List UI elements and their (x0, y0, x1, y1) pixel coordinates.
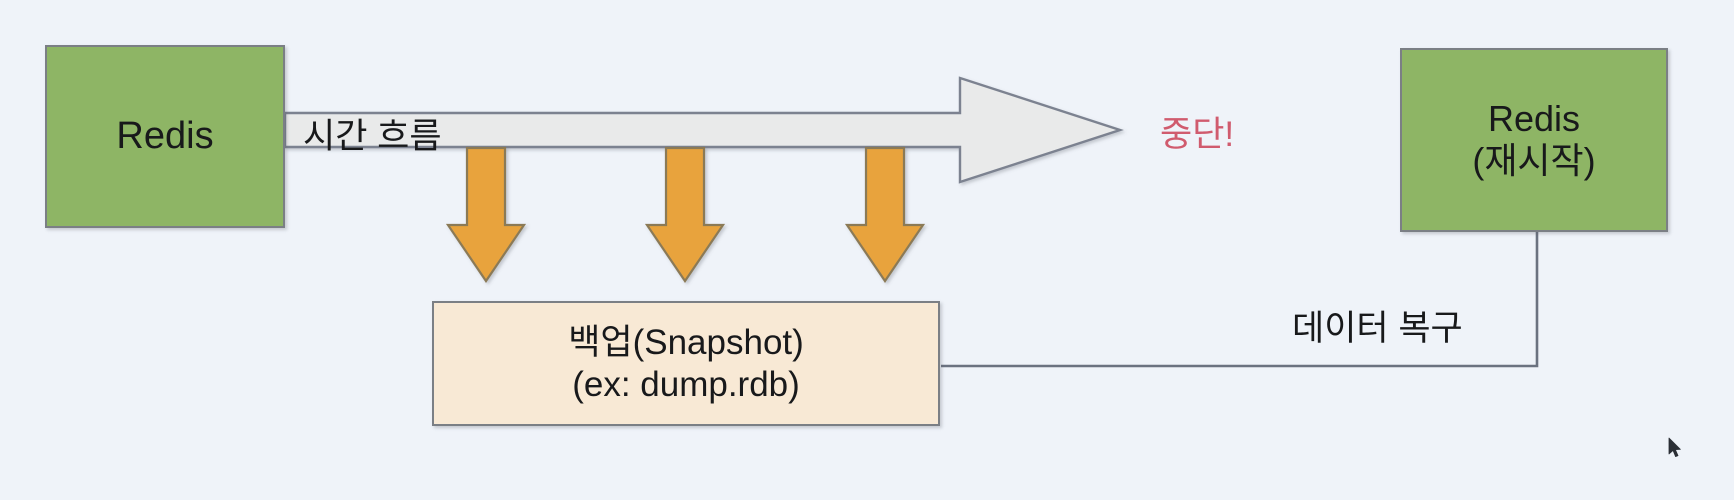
timeline-arrow (283, 76, 1124, 184)
label-data-restore: 데이터 복구 (1292, 309, 1463, 348)
node-redis-restart-label-line1: Redis (1487, 97, 1581, 139)
node-snapshot[interactable]: 백업(Snapshot) (ex: dump.rdb) (432, 301, 940, 426)
label-time-flow: 시간 흐름 (303, 117, 442, 156)
node-redis-restart-label-line2: (재시작) (1472, 140, 1596, 181)
node-redis-left-label: Redis (116, 115, 214, 158)
node-snapshot-label-line2: (ex: dump.rdb) (572, 364, 800, 404)
node-snapshot-label-line1: 백업(Snapshot) (568, 323, 804, 363)
label-stop: 중단! (1160, 115, 1235, 154)
mouse-pointer-icon (1668, 437, 1681, 457)
snapshot-write-arrow-2 (644, 146, 726, 283)
node-redis-left[interactable]: Redis (45, 45, 285, 228)
node-redis-restart[interactable]: Redis (재시작) (1400, 48, 1668, 232)
snapshot-write-arrow-3 (844, 146, 926, 283)
snapshot-write-arrow-1 (445, 146, 527, 283)
